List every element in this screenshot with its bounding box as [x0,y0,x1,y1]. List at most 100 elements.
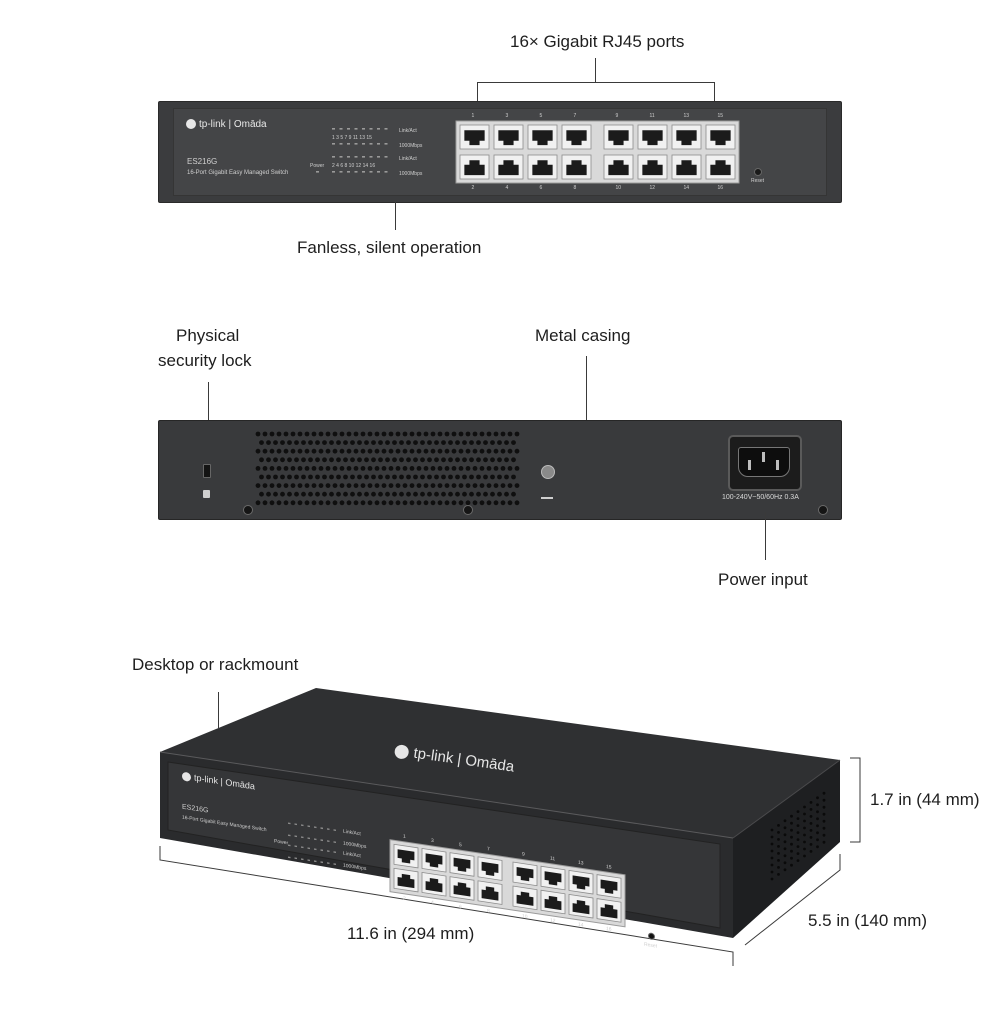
vent-hole [444,466,450,471]
front-port-16[interactable] [705,154,736,180]
iso-port-9[interactable] [512,861,538,887]
vent-hole [483,457,488,463]
front-port-5[interactable] [527,124,558,150]
iso-port-4[interactable] [421,872,447,897]
iso-port-2[interactable] [393,867,419,893]
front-port-number-bottom: 12 [649,185,656,191]
iso-led [288,844,291,847]
iso-front-labels: tp-link | Omāda ES216G 16-Port Gigabit E… [178,770,738,1014]
iso-vent-hole [783,833,787,837]
vent-hole [287,440,292,445]
iso-vent-hole [790,814,793,818]
vent-hole [269,500,275,506]
iso-port-11[interactable] [540,865,566,891]
vent-hole [332,500,338,506]
iso-port-5[interactable] [449,852,475,877]
vent-hole [339,466,345,471]
vent-hole [290,500,296,506]
vent-hole [367,431,373,437]
vent-hole [462,491,467,497]
front-port-6[interactable] [527,154,558,180]
vent-hole [406,440,411,445]
vent-hole [318,500,324,506]
iso-led [333,851,336,854]
iso-port-8[interactable] [477,880,503,905]
iso-port-10[interactable] [512,885,538,911]
vent-hole [360,466,366,471]
iso-port-7[interactable] [477,856,503,881]
iso-vent-hole [796,824,800,827]
security-lock-slot-icon[interactable] [203,464,211,478]
vent-hole [430,483,436,488]
iso-port-12[interactable] [540,889,566,915]
lock-callout-line2: security lock [158,351,252,370]
front-port-number-bottom: 6 [539,185,543,191]
front-port-7[interactable] [561,124,592,150]
front-port-13[interactable] [671,124,702,150]
height-callout: 1.7 in (44 mm) [870,790,980,809]
vent-hole [420,491,425,497]
iso-port-15[interactable] [596,874,622,899]
iso-reset-button[interactable] [648,932,655,941]
vent-hole [255,500,261,506]
vent-hole [329,440,334,445]
iso-port-3[interactable] [421,848,447,873]
vent-hole [388,500,394,506]
vent-hole [476,457,481,463]
front-port-1[interactable] [459,124,490,150]
iso-port-1[interactable] [393,843,419,869]
power-inlet[interactable] [728,435,802,491]
iso-vent-hole [822,826,826,830]
vent-hole [507,466,513,471]
vent-hole [332,483,338,488]
vent-hole [514,448,520,454]
front-port-11[interactable] [637,124,668,150]
vent-hole [497,440,502,445]
vent-hole [346,483,352,488]
vent-hole [364,440,369,445]
vent-hole [301,491,306,497]
front-port-14[interactable] [671,154,702,180]
vent-hole [276,500,282,506]
iso-led [288,856,291,859]
vent-hole [294,440,299,445]
iso-port-number-bottom: 6 [459,903,462,911]
vent-hole [343,440,348,445]
front-port-4[interactable] [493,154,524,180]
vent-hole [266,474,271,480]
front-port-12[interactable] [637,154,668,180]
vent-hole [504,457,509,463]
iso-port-number-top: 11 [550,855,556,863]
vent-hole [423,448,429,454]
vent-hole [332,466,338,471]
vent-hole [455,457,460,463]
front-port-9[interactable] [603,124,634,150]
iso-led [314,838,317,841]
front-port-3[interactable] [493,124,524,150]
iso-vent-hole [816,824,819,828]
vent-hole [451,431,457,437]
vent-hole [360,431,366,437]
vent-hole [402,500,408,506]
iso-port-16[interactable] [596,898,622,923]
iso-vent-hole [816,796,819,800]
vent-hole [269,483,275,488]
vent-hole [304,500,310,506]
iso-vent-hole [796,859,800,862]
front-port-number-bottom: 2 [471,185,475,191]
iso-vent-hole [809,801,813,804]
front-led [339,156,343,158]
vent-hole [455,491,460,497]
vent-hole [388,483,394,488]
vent-hole [350,457,355,463]
front-reset-button[interactable] [754,168,762,176]
iso-port-14[interactable] [568,893,594,919]
iso-port-13[interactable] [568,869,594,895]
front-port-15[interactable] [705,124,736,150]
iso-led [320,849,323,852]
iso-port-6[interactable] [449,876,475,901]
front-port-10[interactable] [603,154,634,180]
front-port-8[interactable] [561,154,592,180]
vent-hole [479,466,485,471]
front-port-2[interactable] [459,154,490,180]
